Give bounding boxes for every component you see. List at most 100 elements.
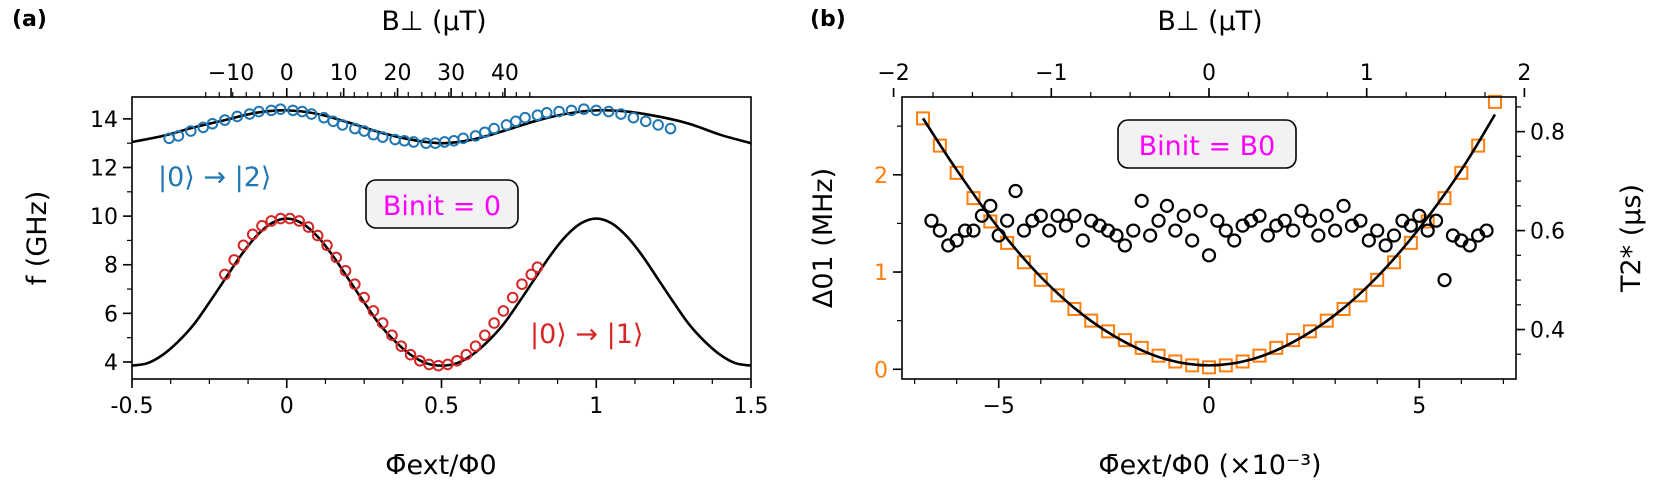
t2-point: [1286, 223, 1301, 238]
point-01: [516, 278, 528, 290]
y-tick-label: 8: [104, 254, 118, 279]
t2-point: [1134, 193, 1149, 208]
point-02: [664, 122, 677, 135]
t2-point: [1311, 228, 1326, 243]
point-01: [469, 340, 482, 352]
x-tick-label: 1.5: [734, 394, 769, 419]
t2-point: [1168, 223, 1183, 238]
point-01: [219, 268, 231, 281]
point-01: [237, 239, 250, 252]
point-02: [565, 104, 578, 117]
t2-point: [1016, 223, 1032, 238]
panel-a-ylabel: f (GHz): [22, 191, 53, 286]
point-01: [404, 348, 417, 361]
y-tick-label: 4: [104, 351, 118, 376]
y-tick-label: 12: [90, 157, 118, 182]
delta-point: [1370, 272, 1385, 287]
delta-point: [1437, 191, 1452, 206]
t2-point: [1033, 208, 1048, 223]
point-01: [358, 291, 370, 304]
point-01: [479, 329, 491, 342]
point-01: [349, 278, 361, 290]
y-right-tick-label: 0.4: [1530, 319, 1565, 344]
point-01: [321, 239, 333, 252]
point-02: [407, 136, 420, 148]
annotation-01: |0⟩ → |1⟩: [530, 319, 643, 350]
top-tick-label: 0: [280, 61, 294, 86]
delta-point: [1454, 165, 1469, 180]
fit-line-delta: [921, 113, 1497, 367]
t2-point: [1386, 228, 1402, 243]
panel-a-top-xlabel: B⊥ (μT): [381, 6, 486, 37]
t2-point: [1201, 248, 1217, 263]
t2-point: [1159, 198, 1175, 213]
t2-point: [1000, 213, 1015, 228]
t2-point: [1075, 233, 1090, 248]
panel-b-label: (b): [810, 7, 846, 32]
panel-a-box: [365, 179, 519, 229]
t2-point: [1378, 238, 1393, 253]
top-tick-label: −2: [877, 61, 909, 86]
point-01: [228, 254, 240, 266]
top-tick-label: 0: [1202, 61, 1216, 86]
point-02: [519, 111, 531, 124]
panel-b-fit-line: [921, 113, 1497, 367]
t2-point: [966, 223, 981, 238]
t2-point: [1050, 208, 1065, 223]
t2-point: [1437, 272, 1452, 288]
delta-point: [949, 165, 964, 180]
delta-point: [1033, 272, 1048, 287]
y-left-tick-label: 0: [874, 358, 888, 383]
t2-point: [1328, 223, 1343, 238]
point-02: [540, 107, 553, 119]
panel-a-01-points: [219, 212, 544, 372]
point-01: [488, 317, 500, 329]
x-tick-label: 5: [1412, 394, 1426, 419]
y-right-tick-label: 0.8: [1530, 121, 1565, 146]
panel-b-ylabel-left: Δ01 (MHz): [808, 168, 839, 308]
point-02: [500, 119, 513, 131]
t2-point: [1277, 213, 1292, 228]
point-01: [531, 261, 544, 273]
x-tick-label: 0: [1202, 394, 1216, 419]
panel-a-frame: [131, 96, 752, 380]
t2-point: [1008, 183, 1023, 199]
point-02: [509, 115, 522, 128]
panel-b-top-xlabel: B⊥ (μT): [1157, 6, 1262, 37]
point-02: [627, 111, 640, 124]
delta-point: [1050, 288, 1065, 303]
top-tick-label: −10: [208, 61, 254, 86]
t2-point: [1185, 233, 1200, 248]
point-01: [451, 354, 463, 367]
t2-point: [983, 198, 998, 213]
panel-b-xlabel: Φ̄ext/Φ0 (×10⁻³): [1098, 450, 1321, 481]
t2-point: [1117, 238, 1132, 253]
point-02: [553, 105, 565, 118]
x-tick-label: 1: [589, 394, 603, 419]
delta-point: [1084, 313, 1099, 328]
point-02: [531, 109, 544, 122]
top-tick-label: 20: [384, 61, 412, 86]
point-01: [367, 305, 380, 317]
point-02: [172, 130, 185, 142]
delta-point: [1319, 313, 1334, 328]
point-02: [274, 103, 287, 115]
t2-point: [1336, 198, 1351, 213]
panel-a-label: (a): [12, 7, 47, 32]
t2-point: [1067, 208, 1082, 223]
point-01: [460, 348, 473, 361]
top-tick-label: 1: [1360, 61, 1374, 86]
delta-point: [1202, 360, 1216, 375]
point-02: [206, 117, 219, 130]
annotation-02: |0⟩ → |2⟩: [158, 162, 271, 193]
t2-point: [1109, 228, 1124, 243]
panel-b-y-left-ticks: 012: [874, 164, 902, 383]
t2-point: [1126, 223, 1141, 238]
point-01: [386, 329, 398, 342]
t2-point: [1151, 213, 1166, 228]
y-left-tick-label: 1: [874, 261, 888, 286]
t2-point: [991, 228, 1006, 243]
